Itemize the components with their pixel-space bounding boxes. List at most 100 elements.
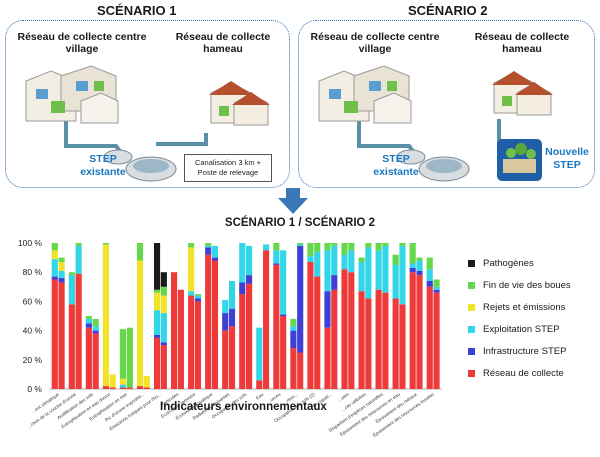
- bar-segment: [211, 257, 219, 261]
- houses-cluster-icon: [25, 65, 119, 124]
- bar-segment: [382, 245, 389, 293]
- bar-segment: [256, 380, 263, 389]
- bar-segment: [153, 292, 161, 311]
- legend-label: Réseau de collecte: [483, 368, 564, 379]
- y-tick-label: 60 %: [23, 296, 43, 306]
- bar-segment: [365, 243, 372, 248]
- bar-segment: [273, 264, 280, 389]
- bar-segment: [416, 257, 423, 261]
- scenario1-step-label: STEP existante: [80, 153, 126, 178]
- bar-segment: [297, 243, 304, 245]
- bar-segment: [239, 243, 246, 283]
- legend-item: Infrastructure STEP: [468, 346, 566, 357]
- bar-segment: [280, 250, 287, 315]
- legend-item: Fin de vie des boues: [468, 280, 571, 291]
- bar-segment: [246, 245, 253, 276]
- bar-segment: [160, 272, 167, 287]
- bar-segment: [409, 272, 416, 389]
- bar-segment: [160, 295, 167, 314]
- bar-segment: [126, 327, 133, 388]
- bar-segment: [153, 289, 161, 293]
- bar-segment: [341, 254, 348, 270]
- bar-segment: [365, 298, 372, 389]
- bar-segment: [85, 327, 92, 389]
- bar-segment: [136, 386, 144, 389]
- bar-segment: [290, 326, 297, 331]
- bar-segment: [263, 244, 270, 251]
- legend-swatch: [468, 281, 475, 289]
- bar-segment: [324, 291, 331, 328]
- bar-segment: [102, 243, 109, 245]
- bar-segment: [222, 299, 229, 314]
- x-tick-label: ...utes: [337, 391, 351, 403]
- x-tick-label: Eau: [255, 391, 265, 400]
- bar-segment: [68, 275, 75, 305]
- bar-segment: [324, 250, 331, 292]
- bar-segment: [239, 282, 246, 295]
- legend-label: Pathogènes: [483, 258, 534, 269]
- bar-segment: [273, 243, 280, 251]
- bar-segment: [358, 257, 365, 262]
- bar-segment: [416, 275, 423, 389]
- scenario1-panel: Réseau de collecte centre village Réseau…: [5, 20, 290, 188]
- bar-segment: [109, 387, 116, 389]
- bar-segment: [211, 245, 219, 258]
- bar-segment: [58, 282, 65, 389]
- bar-segment: [399, 304, 406, 389]
- bar-segment: [331, 243, 338, 246]
- bar-segment: [375, 250, 382, 290]
- bar-segment: [392, 264, 399, 299]
- bar-segment: [382, 243, 389, 246]
- bar-segment: [188, 243, 195, 248]
- bar-segment: [194, 294, 202, 296]
- bar-segment: [392, 254, 399, 265]
- bar-segment: [365, 247, 372, 299]
- scenario2-panel: Réseau de collecte centre village Réseau…: [298, 20, 595, 188]
- bar-segment: [102, 244, 109, 387]
- bar-segment: [51, 276, 58, 280]
- bar-segment: [297, 352, 304, 389]
- pipeline-callout: Canalisation 3 km + Poste de relevage: [184, 154, 272, 182]
- bar-segment: [331, 275, 338, 290]
- y-tick-label: 20 %: [23, 355, 43, 365]
- bar-segment: [297, 244, 304, 246]
- bar-segment: [92, 326, 99, 331]
- bar-segment: [85, 316, 92, 319]
- bar-segment: [375, 289, 382, 389]
- bar-segment: [341, 269, 348, 389]
- bar-segment: [153, 243, 161, 290]
- legend-swatch: [468, 347, 475, 355]
- pipe-network: [357, 119, 515, 158]
- bar-segment: [239, 294, 246, 389]
- bar-segment: [358, 261, 365, 292]
- legend-label: Infrastructure STEP: [483, 346, 567, 357]
- bar-segment: [409, 263, 416, 268]
- y-tick-label: 80 %: [23, 267, 43, 277]
- bar-segment: [348, 243, 355, 251]
- bar-segment: [426, 269, 433, 281]
- bar-segment: [75, 273, 82, 389]
- bar-segment: [307, 261, 314, 389]
- bar-segment: [119, 384, 127, 388]
- scenario1-title: SCÉNARIO 1: [97, 3, 177, 18]
- bar-segment: [188, 295, 195, 389]
- bar-segment: [194, 295, 202, 299]
- bar-segment: [68, 304, 75, 389]
- bar-segment: [307, 243, 314, 257]
- bar-segment: [160, 313, 167, 343]
- bar-segment: [143, 387, 150, 389]
- scenario2-new-step-label: Nouvelle STEP: [545, 146, 589, 171]
- bar-segment: [263, 250, 270, 389]
- bar-segment: [382, 292, 389, 389]
- bar-segment: [273, 250, 280, 264]
- bar-segment: [194, 298, 202, 302]
- bar-segment: [119, 378, 127, 385]
- bar-segment: [433, 286, 440, 290]
- legend-label: Fin de vie des boues: [483, 280, 571, 291]
- treatment-plant-icon: [103, 149, 177, 182]
- comparison-title: SCÉNARIO 1 / SCÉNARIO 2: [224, 217, 376, 229]
- bar-segment: [136, 260, 144, 387]
- bar-segment: [297, 245, 304, 353]
- bar-segment: [205, 245, 212, 248]
- bar-segment: [246, 275, 253, 284]
